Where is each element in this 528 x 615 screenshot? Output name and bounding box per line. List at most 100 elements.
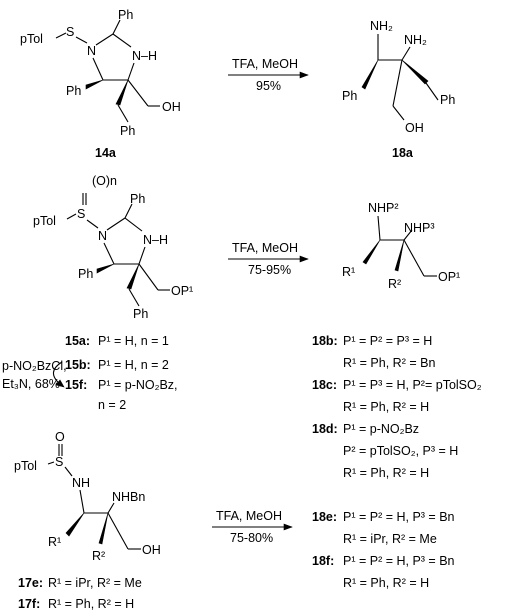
- atom-on: (O)n: [92, 174, 117, 188]
- yield-top: 95%: [256, 79, 281, 93]
- atom-nh: NH: [72, 476, 90, 490]
- entry-text: P¹ = p-NO₂Bz,: [98, 378, 178, 392]
- side-reagent-2: Et₃N, 68%: [2, 377, 60, 391]
- atom-s: S: [77, 207, 85, 221]
- wedge-bond: [115, 79, 129, 106]
- atom-oh: OH: [142, 543, 161, 557]
- entry-text: P¹ = p-NO₂Bz: [343, 422, 419, 436]
- bond: [95, 33, 114, 46]
- entry-id: 15a:: [65, 334, 90, 348]
- compound-14a: pTol S N Ph N–H Ph OH Ph: [20, 8, 181, 138]
- atom-ph: Ph: [130, 192, 145, 206]
- atom-n: N: [87, 44, 96, 58]
- bond: [127, 79, 149, 107]
- bond: [401, 46, 411, 61]
- bond: [92, 57, 104, 81]
- bond: [86, 219, 99, 229]
- atom-op: OP¹: [171, 284, 193, 298]
- entry-id: 17f:: [18, 597, 40, 611]
- bond: [124, 203, 133, 219]
- atom-r2: R²: [388, 277, 401, 291]
- bond: [138, 263, 159, 291]
- bond: [425, 82, 439, 101]
- atom-op: OP¹: [438, 270, 460, 284]
- atom-o: O: [55, 430, 65, 444]
- wedge-bond: [401, 59, 429, 85]
- compound-15: (O)n pTol S N Ph N–H Ph OP¹ Ph: [33, 174, 193, 321]
- bond: [403, 229, 413, 241]
- entry-id: 15f:: [65, 378, 87, 392]
- entry-text: R¹ = Ph, R² = H: [343, 576, 429, 590]
- atom-nh: N–H: [143, 233, 168, 247]
- wedge-bond: [98, 512, 109, 545]
- atom-ptol: pTol: [33, 214, 56, 228]
- atom-nhp2: NHP²: [368, 201, 399, 215]
- atom-r2: R²: [92, 549, 105, 563]
- wedge-bond: [96, 263, 115, 274]
- atom-s: S: [55, 455, 63, 469]
- bond: [55, 32, 67, 39]
- arrow-head: [283, 523, 293, 531]
- wedge-bond: [361, 59, 379, 90]
- side-reagent-1: p-NO₂BzCl,: [2, 359, 67, 373]
- entry-text: P¹ = P³ = H, P²= pTolSO₂: [343, 378, 482, 392]
- curved-arrow: [52, 361, 63, 385]
- entry-id: 17e:: [18, 576, 43, 590]
- bond: [66, 213, 77, 220]
- compound-18a: NH₂ Ph NH₂ Ph OH: [342, 19, 455, 135]
- entry-text: P¹ = H, n = 2: [98, 358, 169, 372]
- entry-id: 18e:: [312, 510, 337, 524]
- compound-label-14a: 14a: [95, 146, 117, 160]
- entry-id: 18b:: [312, 334, 338, 348]
- wedge-bond: [65, 512, 85, 537]
- bond: [127, 62, 135, 81]
- bond: [106, 217, 126, 231]
- bond: [112, 33, 132, 48]
- entry-text: P² = pTolSO₂, P³ = H: [343, 444, 458, 458]
- bond: [117, 104, 129, 123]
- arrow-head: [55, 379, 65, 388]
- entries-17: 17e: R¹ = iPr, R² = Me 17f: R¹ = Ph, R² …: [18, 576, 142, 611]
- arrow-head: [299, 255, 309, 263]
- bond: [107, 512, 129, 550]
- bond: [103, 242, 115, 265]
- entry-text: R¹ = iPr, R² = Me: [48, 576, 142, 590]
- wedge-bond: [126, 263, 140, 290]
- atom-ph: Ph: [78, 267, 93, 281]
- bond: [403, 239, 425, 277]
- bond: [128, 288, 140, 307]
- atom-ph: Ph: [118, 8, 133, 22]
- entry-text: P¹ = H, n = 1: [98, 334, 169, 348]
- atom-oh: OH: [405, 121, 424, 135]
- bond: [107, 502, 115, 514]
- bond: [112, 19, 121, 35]
- bond: [79, 489, 85, 514]
- wedge-bond: [85, 79, 104, 90]
- atom-nh2: NH₂: [370, 19, 393, 33]
- atom-nhbn: NHBn: [112, 490, 145, 504]
- yield-middle: 75-95%: [248, 263, 291, 277]
- bond: [124, 217, 143, 232]
- entry-text: P¹ = P² = H, P³ = Bn: [343, 554, 455, 568]
- entry-text: R¹ = Ph, R² = H: [48, 597, 134, 611]
- entry-id: 18c:: [312, 378, 337, 392]
- atom-n: N: [98, 229, 107, 243]
- entry-text: R¹ = Ph, R² = H: [343, 400, 429, 414]
- entry-text: P¹ = P² = P³ = H: [343, 334, 432, 348]
- atom-ph: Ph: [440, 93, 455, 107]
- entry-id: 18d:: [312, 422, 338, 436]
- reagent-top: TFA, MeOH: [232, 57, 298, 71]
- atom-ph: Ph: [342, 89, 357, 103]
- entry-id: 15b:: [65, 358, 91, 372]
- atom-r1: R¹: [48, 535, 61, 549]
- entry-id: 18f:: [312, 554, 334, 568]
- wedge-bond: [362, 239, 381, 265]
- compound-label-18a: 18a: [392, 146, 414, 160]
- atom-nh2: NH₂: [404, 33, 427, 47]
- atom-ph: Ph: [133, 307, 148, 321]
- entry-text: R¹ = Ph, R² = H: [343, 466, 429, 480]
- atom-r1: R¹: [342, 265, 355, 279]
- reagent-middle: TFA, MeOH: [232, 241, 298, 255]
- entry-text: P¹ = P² = H, P³ = Bn: [343, 510, 455, 524]
